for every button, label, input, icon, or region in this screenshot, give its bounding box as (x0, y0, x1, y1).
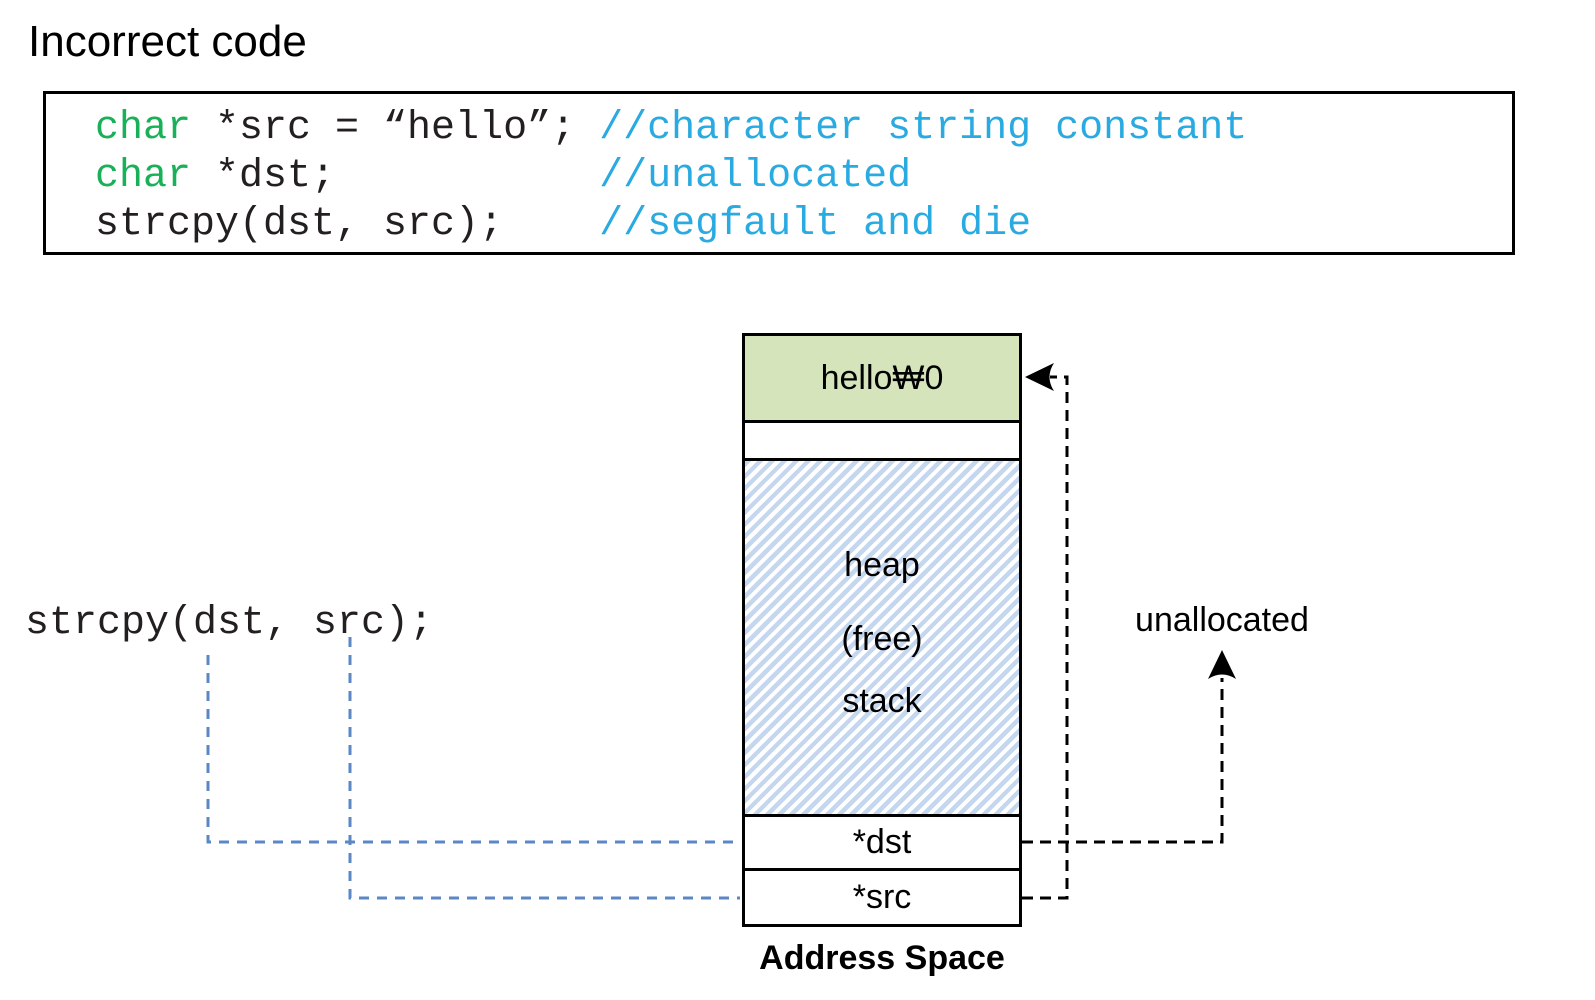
code-line: char *src = “hello”; //character string … (95, 105, 1512, 153)
mem-section-free-hatched (745, 458, 1019, 814)
dst-cell-label: *dst (852, 823, 912, 861)
code-box: char *src = “hello”; //character string … (43, 91, 1515, 255)
unallocated-label: unallocated (1135, 601, 1309, 639)
address-space-column: hello₩0 *dst *src (742, 333, 1022, 927)
dst-arg-connector-line (206, 655, 740, 844)
code-keyword: char (95, 154, 192, 199)
code-body: *dst; (191, 154, 600, 199)
code-comment: //unallocated (599, 154, 912, 199)
code-body: *src = “hello”; (191, 106, 600, 151)
code-keyword: char (95, 106, 192, 151)
code-line: char *dst; //unallocated (95, 153, 1512, 201)
code-comment: //character string constant (599, 106, 1248, 151)
mem-section-dst: *dst (745, 814, 1019, 868)
heap-label: heap (844, 546, 920, 584)
code-body: strcpy(dst, src); (95, 202, 600, 247)
src-cell-label: *src (852, 878, 912, 916)
string-constant-label: hello₩0 (820, 358, 944, 397)
strcpy-call-label: strcpy(dst, src); (25, 601, 434, 646)
address-space-caption: Address Space (759, 939, 1005, 977)
mem-section-empty (745, 420, 1019, 458)
dst-pointer-arrowhead-icon (1208, 650, 1236, 679)
code-comment: //segfault and die (599, 202, 1032, 247)
dst-pointer-line (1022, 678, 1224, 844)
src-arg-connector-line (348, 637, 740, 900)
src-pointer-line (1022, 375, 1069, 900)
code-line: strcpy(dst, src); //segfault and die (95, 201, 1512, 249)
free-label: (free) (841, 620, 923, 658)
mem-section-string-constant: hello₩0 (745, 336, 1019, 420)
page-title: Incorrect code (28, 17, 307, 66)
src-pointer-arrowhead-icon (1025, 363, 1054, 391)
mem-section-src: *src (745, 868, 1019, 924)
stack-label: stack (842, 682, 922, 720)
